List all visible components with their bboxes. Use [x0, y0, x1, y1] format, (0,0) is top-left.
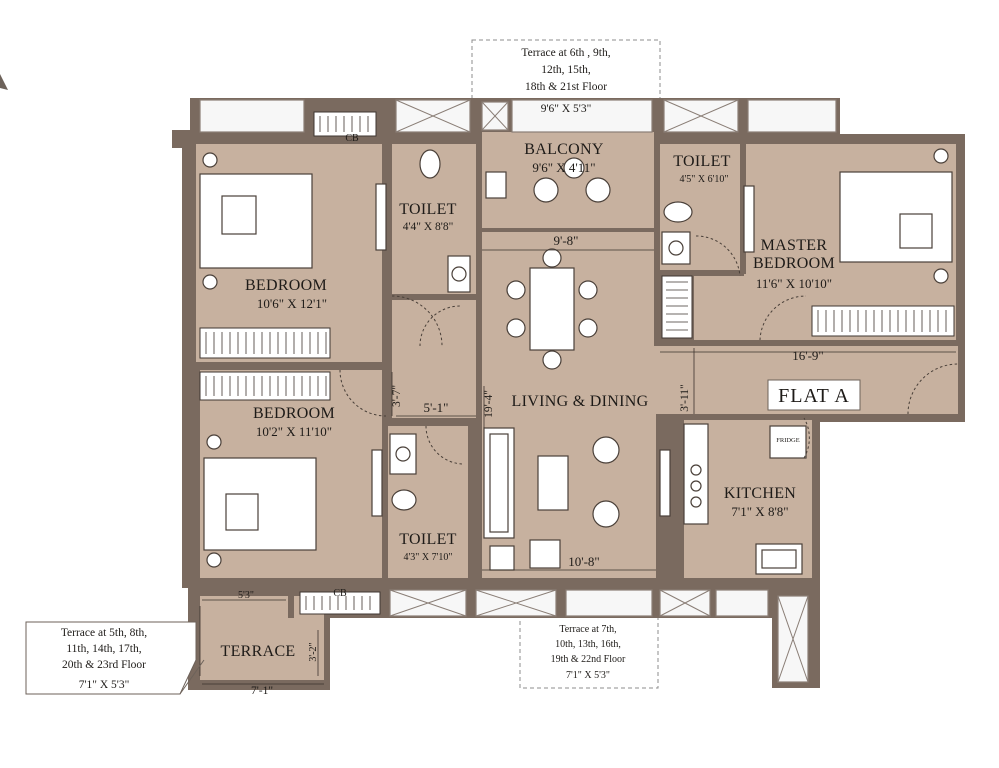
- toilet-2-name: TOILET: [673, 153, 731, 170]
- bedroom-1-size: 10'6" X 12'1": [257, 296, 327, 311]
- window-balcony: [511, 99, 653, 133]
- svg-text:10th, 13th, 16th,: 10th, 13th, 16th,: [555, 639, 621, 650]
- dim-9-8: 9'-8": [554, 233, 579, 248]
- living-dining-name: LIVING & DINING: [512, 393, 649, 410]
- cb-bottom: [299, 591, 381, 615]
- dim-16-9: 16'-9": [792, 348, 823, 363]
- toilet-2-size: 4'5" X 6'10": [680, 174, 729, 185]
- wc-1: [419, 149, 441, 179]
- dim-5-1: 5'-1": [424, 400, 449, 415]
- toilet-3-size: 4'3" X 7'10": [404, 552, 453, 563]
- balcony-floor: [478, 132, 654, 228]
- wc-2: [663, 201, 693, 223]
- svg-text:9'6" X 5'3": 9'6" X 5'3": [541, 103, 592, 115]
- window-bottom-3: [565, 589, 653, 617]
- balcony-size: 9'6" X 4'11": [532, 160, 595, 175]
- interior-walls: [196, 132, 958, 618]
- dim-cb-1: CB: [345, 133, 359, 144]
- dimension-lines: [199, 249, 956, 685]
- dim-10-8: 10'-8": [568, 554, 599, 569]
- window-bedroom-1: [199, 99, 305, 133]
- window-bottom-5: [715, 589, 769, 617]
- bedroom-2-size: 10'2" X 11'10": [256, 424, 332, 439]
- svg-text:Terrace at 5th, 8th,: Terrace at 5th, 8th,: [61, 627, 147, 639]
- terrace-note-left: Terrace at 5th, 8th, 11th, 14th, 17th, 2…: [25, 621, 205, 695]
- flat-badge: FLAT A: [767, 379, 861, 411]
- svg-text:11th, 14th, 17th,: 11th, 14th, 17th,: [66, 643, 141, 655]
- dim-7-1: 7'-1": [251, 685, 273, 697]
- svg-text:19th & 22nd Floor: 19th & 22nd Floor: [551, 654, 626, 665]
- svg-text:20th & 23rd Floor: 20th & 23rd Floor: [62, 659, 146, 671]
- wardrobe-bedroom-1: [199, 327, 331, 359]
- svg-text:Terrace at 6th , 9th,: Terrace at 6th , 9th,: [521, 47, 610, 59]
- cb-top: [313, 111, 377, 137]
- master-bedroom-name-1: MASTER: [761, 237, 828, 254]
- dining-table: [529, 267, 575, 351]
- svg-text:7'1" X 5'3": 7'1" X 5'3": [79, 679, 130, 691]
- windows: [199, 99, 837, 683]
- balcony-name: BALCONY: [524, 141, 604, 158]
- dim-5-3: 5'3": [238, 590, 254, 601]
- svg-text:Terrace at 7th,: Terrace at 7th,: [559, 624, 616, 635]
- wardrobes: [199, 111, 955, 615]
- wardrobe-toilet-2: [661, 275, 693, 339]
- kitchen-size: 7'1" X 8'8": [731, 504, 788, 519]
- wardrobe-bedroom-2: [199, 371, 331, 401]
- doors: [339, 235, 959, 465]
- dim-3-2: 3'-2": [308, 642, 319, 661]
- svg-text:18th & 21st Floor: 18th & 21st Floor: [525, 81, 607, 93]
- toilet-1-name: TOILET: [399, 201, 457, 218]
- svg-text:7'1" X 5'3": 7'1" X 5'3": [566, 670, 610, 681]
- terrace-note-top: Terrace at 6th , 9th, 12th, 15th, 18th &…: [521, 47, 610, 115]
- bedroom-2-name: BEDROOM: [253, 405, 335, 422]
- kitchen-name: KITCHEN: [724, 485, 796, 502]
- wardrobe-master: [811, 305, 955, 337]
- toilet-3-name: TOILET: [399, 531, 457, 548]
- north-arrow-icon: [0, 74, 8, 90]
- fridge: [769, 425, 807, 459]
- flat-label: FLAT A: [778, 385, 850, 407]
- terrace-note-bottom: Terrace at 7th, 10th, 13th, 16th, 19th &…: [551, 624, 626, 681]
- wc-3: [391, 489, 417, 511]
- dim-3-7: 3'-7": [391, 385, 403, 407]
- passage-floor: [392, 296, 478, 422]
- bed-master: [839, 171, 953, 263]
- master-bedroom-name-2: BEDROOM: [753, 255, 835, 272]
- coffee-table: [537, 455, 569, 511]
- furniture: [199, 148, 953, 575]
- svg-text:12th, 15th,: 12th, 15th,: [541, 64, 591, 76]
- dim-cb-2: CB: [333, 588, 347, 599]
- dim-3-11: 3'-11": [679, 384, 691, 411]
- master-bedroom-size: 11'6" X 10'10": [756, 276, 832, 291]
- window-master: [747, 99, 837, 133]
- toilet-1-size: 4'4" X 8'8": [403, 221, 454, 233]
- fridge-label: FRIDGE: [776, 437, 800, 444]
- bedroom-1-name: BEDROOM: [245, 277, 327, 294]
- room-labels: BALCONY 9'6" X 4'11" TOILET 4'4" X 8'8" …: [221, 141, 835, 660]
- bed-2: [203, 457, 317, 551]
- dim-19-4: 19'-4": [483, 390, 495, 418]
- terrace-name: TERRACE: [221, 643, 296, 660]
